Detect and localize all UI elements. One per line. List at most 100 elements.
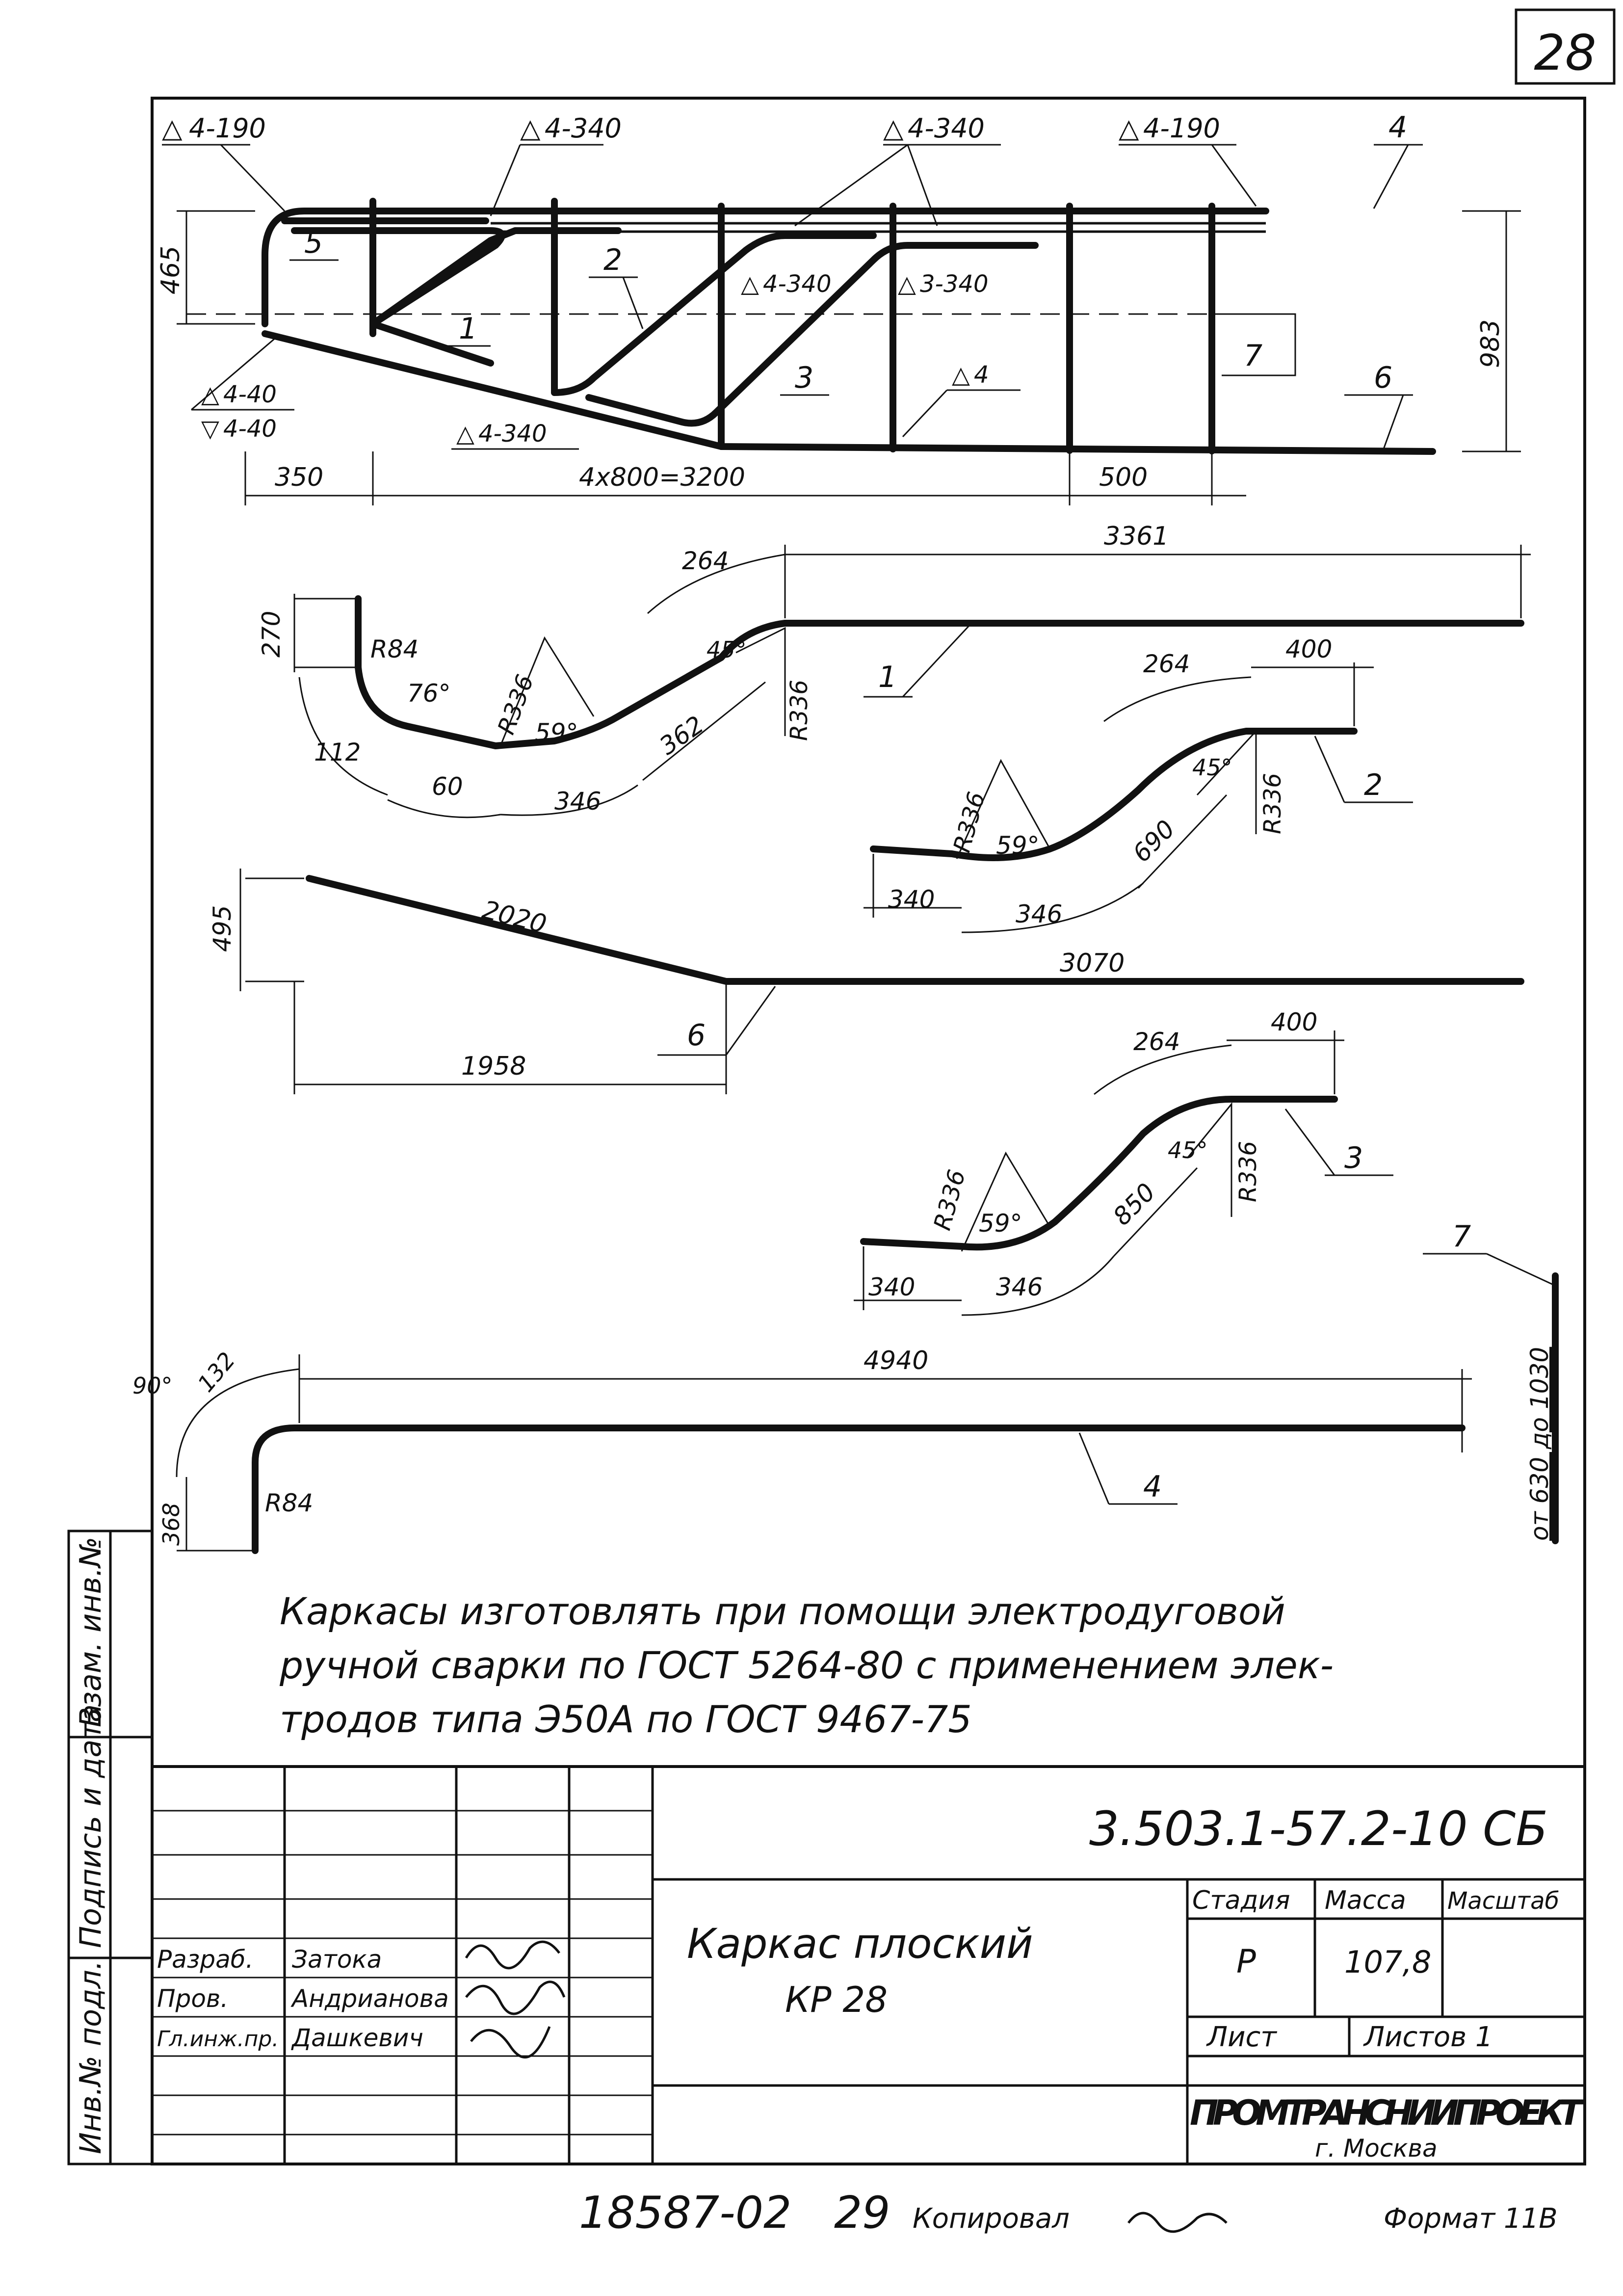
- col-mass-label: Масса: [1325, 1886, 1406, 1915]
- note-line: ручной сварки по ГОСТ 5264-80 с применен…: [279, 1643, 1334, 1687]
- bar-1-dim: R336: [785, 680, 813, 741]
- stamp-inv-original: Инв.№ подл.: [74, 1960, 108, 2154]
- inventory-number: 18587-02: [579, 2187, 791, 2239]
- bar-7-detail: 7 от 630 до 1030: [1423, 1219, 1559, 1544]
- position-mark: 2: [603, 243, 622, 277]
- weld-callout: △: [883, 113, 904, 144]
- elevation-bar-2: [369, 227, 877, 396]
- footer: 18587-02 29 Копировал Формат 11В: [579, 2187, 1558, 2239]
- bar-1-dim: 112: [314, 738, 361, 766]
- bar-2-dim: 346: [1016, 900, 1062, 928]
- sheet-label: Лист: [1206, 2021, 1277, 2053]
- bar-3-dim: 346: [996, 1273, 1043, 1301]
- weld-callout: △: [456, 420, 474, 448]
- bar-4-mark: 4: [1143, 1470, 1162, 1504]
- bar-3-dim: 264: [1133, 1028, 1180, 1056]
- bar-6-dim: 3070: [1060, 949, 1125, 978]
- weld-callout: 4-340: [545, 113, 622, 144]
- bar-1-dim: 3361: [1104, 522, 1169, 551]
- bar-1-dim: 362: [654, 711, 709, 761]
- signature-3: [470, 2026, 551, 2058]
- dim-bottom-right: 500: [1099, 463, 1148, 492]
- side-stamp: Взам. инв.№ Подпись и дата Инв.№ подл.: [67, 1530, 154, 2165]
- note-line: Каркасы изготовлять при помощи электроду…: [280, 1589, 1285, 1633]
- drawing-name: Каркас плоский: [687, 1920, 1033, 1968]
- bar-3-dim: 850: [1107, 1178, 1160, 1231]
- elevation-bar-3: [585, 242, 1039, 427]
- bar-7-length: от 630 до 1030: [1525, 1347, 1554, 1541]
- position-mark: 4: [1388, 110, 1407, 145]
- bar-2-dim: R336: [1259, 773, 1286, 834]
- dim-height-right: 983: [1476, 319, 1505, 368]
- signature-2: [465, 1980, 566, 2015]
- bar-2-dim: 59°: [996, 831, 1040, 860]
- bar-1-dim: 346: [554, 787, 601, 816]
- bar-3-dim: R336: [1234, 1141, 1262, 1202]
- weld-callout: △: [162, 113, 183, 144]
- bar-4-dim: 368: [158, 1503, 184, 1546]
- bar-3-dim: 59°: [979, 1209, 1022, 1238]
- drawing-name-sub: КР 28: [785, 1979, 888, 2020]
- weld-callout: △: [520, 113, 541, 144]
- bar-4-shape: [252, 1425, 1466, 1554]
- weld-callout: △: [741, 270, 759, 298]
- bar-1-dim: R336: [493, 671, 539, 739]
- dim-height-left: 465: [156, 246, 185, 294]
- sheets-label: Листов 1: [1363, 2021, 1493, 2053]
- weld-callout: ▽: [201, 415, 219, 443]
- bar-1-dim: 59°: [535, 718, 578, 747]
- signature-1: [465, 1940, 560, 1970]
- weld-callout: 4: [974, 361, 989, 389]
- copied-label: Копировал: [913, 2203, 1070, 2235]
- bar-6-dim: 1958: [461, 1052, 526, 1081]
- sheet-number: 28: [1534, 24, 1596, 81]
- bar-1-dim: 76°: [407, 679, 451, 708]
- role-label: Гл.инж.пр.: [157, 2027, 279, 2052]
- copier-signature: [1127, 2212, 1228, 2233]
- org-name: ПРОМТРАНСНИИПРОЕКТ: [1190, 2093, 1585, 2133]
- bar-1-shape: [355, 595, 1524, 749]
- title-block: 3.503.1-57.2-10 СБ Каркас плоский КР 28 …: [152, 1765, 1585, 2164]
- bar-3-dim: 400: [1271, 1008, 1317, 1036]
- sheet-frame: 28: [151, 8, 1616, 2165]
- bar-2-dim: 264: [1143, 650, 1190, 678]
- bar-4-dim: R84: [265, 1489, 313, 1517]
- dim-bottom-left: 350: [275, 463, 323, 492]
- bar-6-dim: 2020: [479, 895, 550, 939]
- stage-value: Р: [1236, 1943, 1256, 1980]
- bar-4-dim: 4940: [864, 1346, 928, 1375]
- bar-1-detail: 270 R84 76° 112 60 R336 59° 346 362 264 …: [257, 522, 1531, 818]
- cage-elevation: △ 4-190 △ 4-340 △ 4-340 △ 4-190 △ 4-340 …: [156, 110, 1521, 505]
- bar-3-detail: R336 59° 340 346 850 264 45° 400 R336 3: [854, 1008, 1393, 1316]
- weld-callout: 4-190: [189, 113, 266, 144]
- bar-2-shape: [870, 728, 1358, 861]
- weld-callout: 4-340: [763, 270, 831, 298]
- role-label: Разраб.: [157, 1945, 253, 1974]
- stamp-sign-date: Подпись и дата: [74, 1704, 108, 1948]
- bar-6-detail: 495 2020 3070 1958 6: [208, 869, 1524, 1094]
- weld-callout: 4-340: [478, 420, 547, 448]
- position-mark: 6: [1374, 361, 1392, 395]
- bar-2-dim: 340: [888, 885, 935, 914]
- role-label: Пров.: [157, 1984, 228, 2013]
- col-stage-label: Стадия: [1192, 1886, 1290, 1915]
- bar-2-dim: R336: [948, 789, 990, 855]
- bar-1-dim: 45°: [707, 636, 747, 663]
- bar-4-dim: 90°: [132, 1372, 173, 1399]
- bar-6-mark: 6: [687, 1018, 706, 1053]
- doc-code: 3.503.1-57.2-10 СБ: [1089, 1801, 1548, 1856]
- bar-4-detail: 90° 132 368 R84 4940 4: [132, 1346, 1472, 1554]
- org-city: г. Москва: [1315, 2134, 1438, 2163]
- bar-3-dim: R336: [928, 1167, 970, 1233]
- role-name: Затока: [292, 1945, 382, 1974]
- position-mark: 3: [795, 361, 813, 395]
- col-scale-label: Масштаб: [1447, 1887, 1559, 1915]
- bar-1-dim: 264: [682, 547, 729, 575]
- bar-3-dim: 340: [868, 1273, 915, 1301]
- bar-2-detail: R336 59° 340 346 690 264 45° 400 R336 2: [864, 635, 1413, 933]
- bar-1-dim: 60: [432, 772, 463, 801]
- bar-1-dim: 270: [257, 611, 286, 658]
- format-label: Формат 11В: [1384, 2203, 1558, 2235]
- bar-2-mark: 2: [1364, 768, 1383, 802]
- elevation-bar-4: [262, 208, 1269, 327]
